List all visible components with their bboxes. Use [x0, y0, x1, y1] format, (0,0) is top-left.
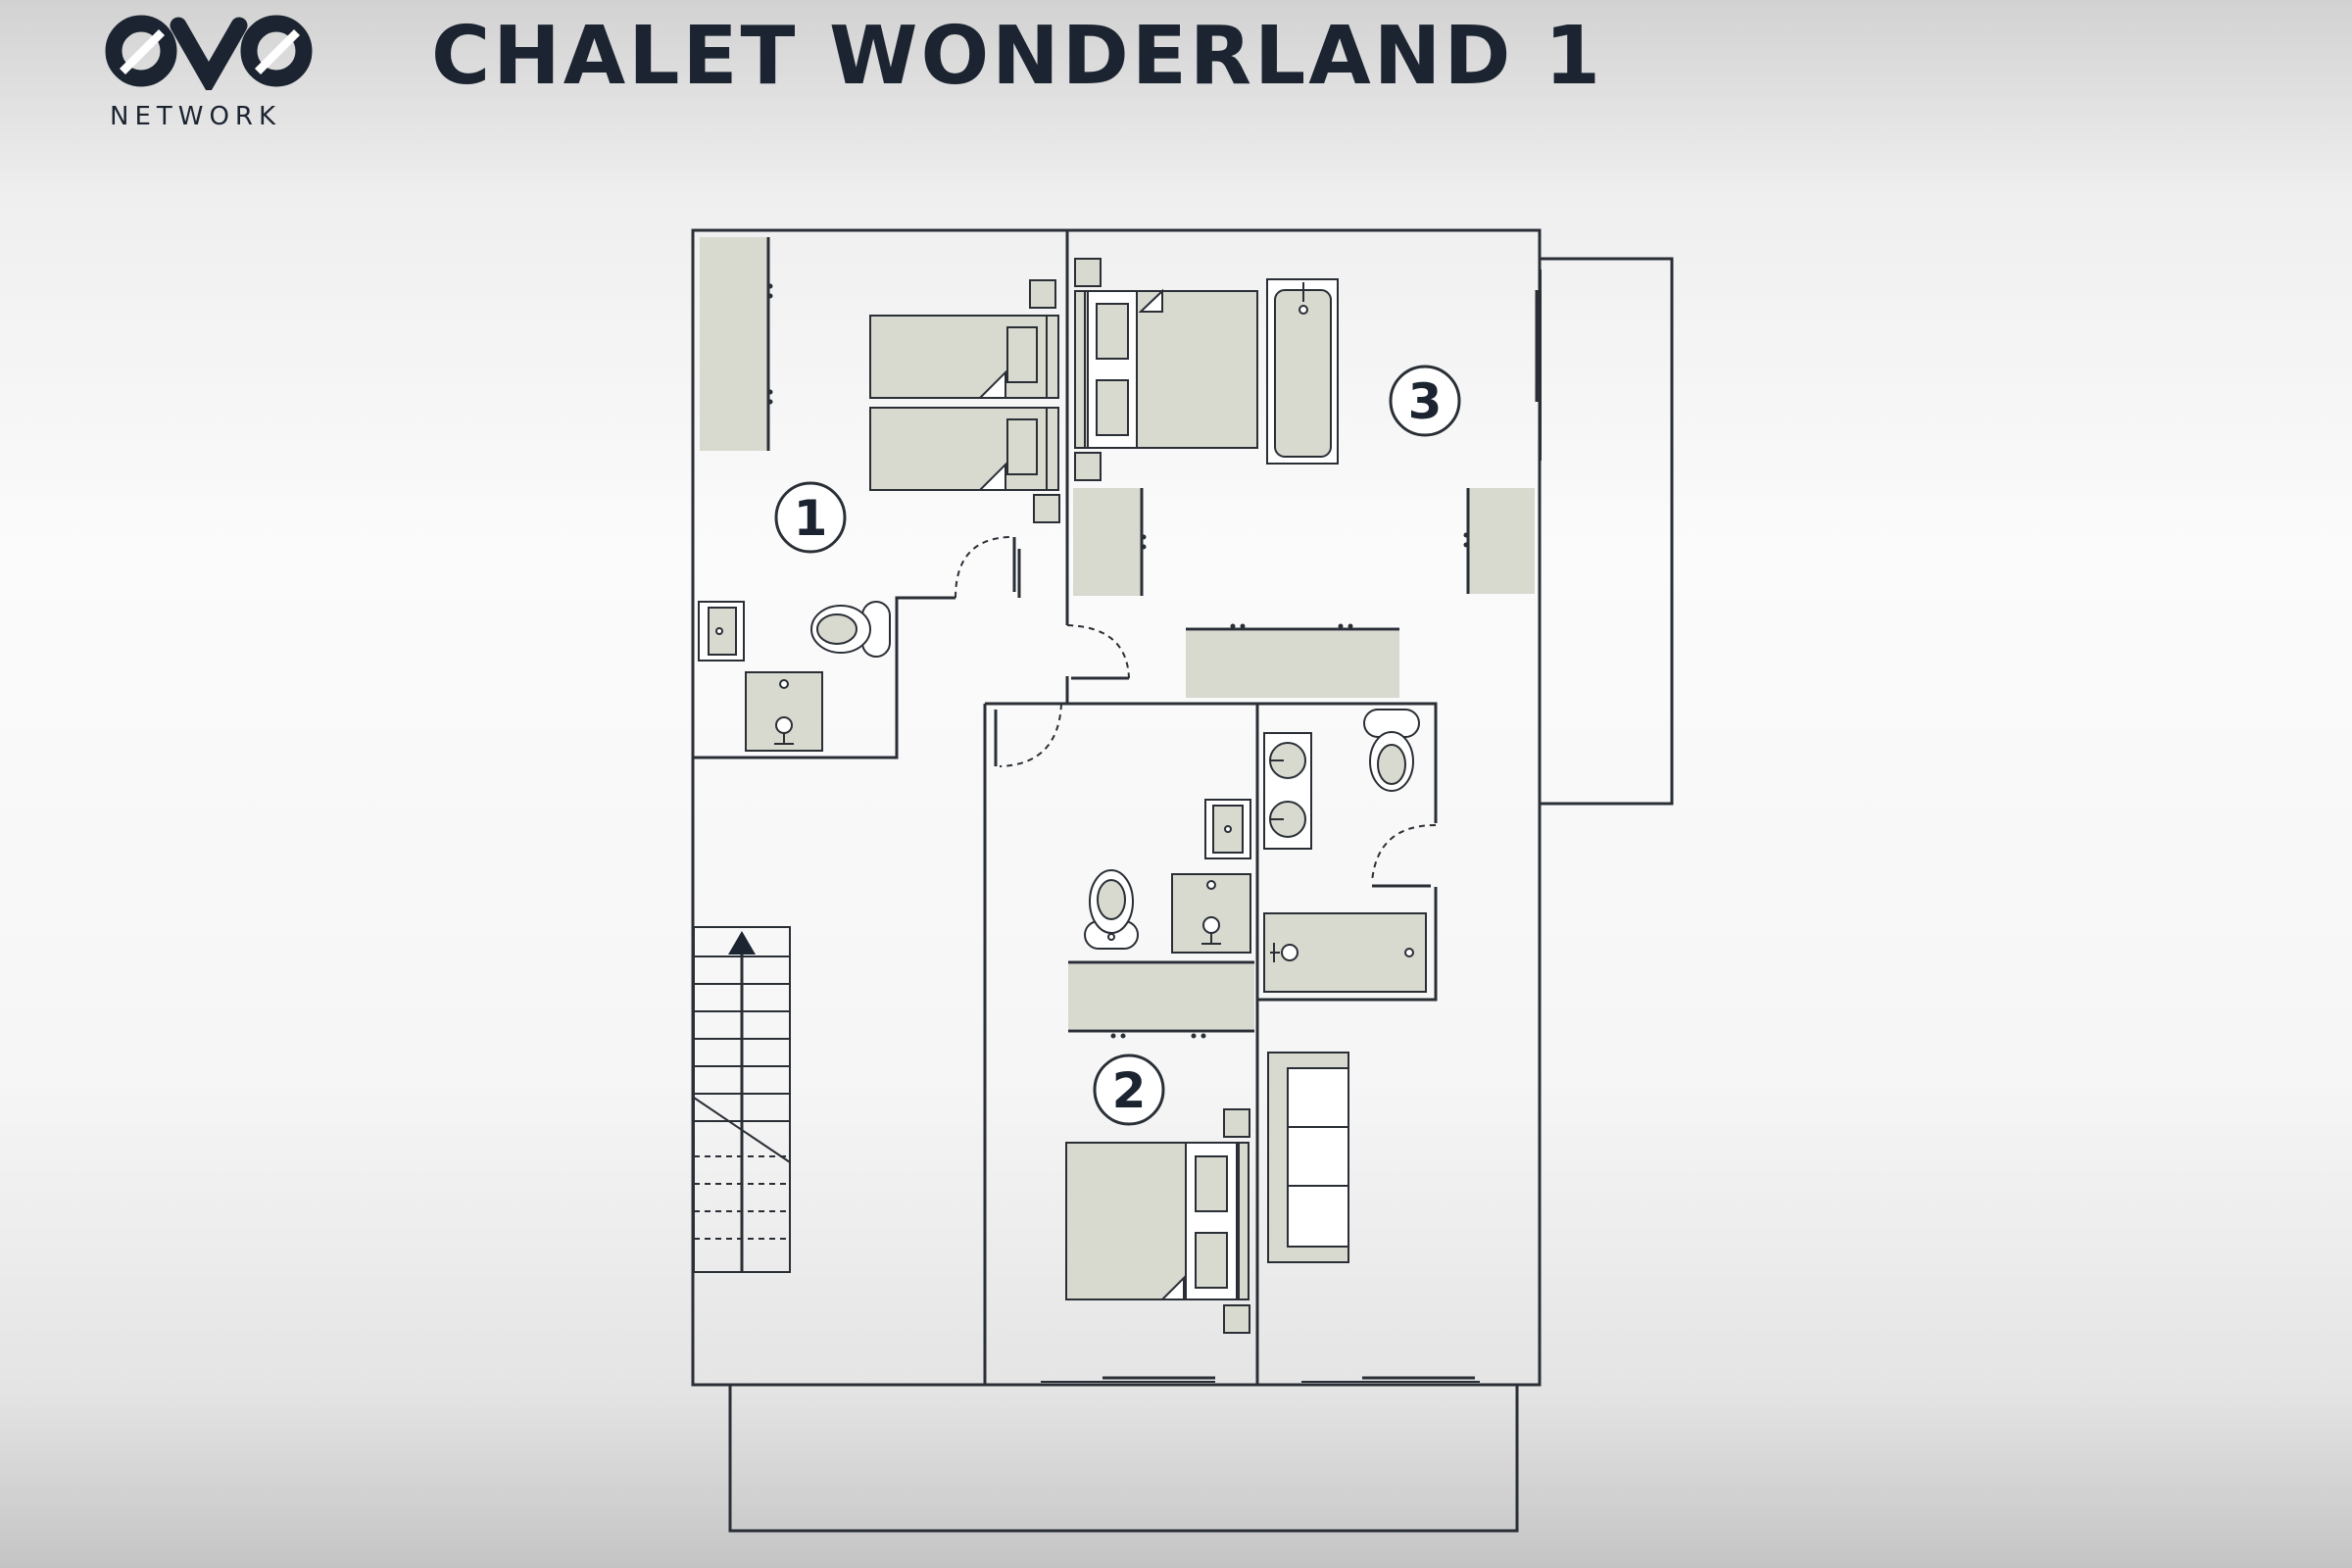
corridor-cabinet [1186, 631, 1399, 698]
building-walls [691, 228, 1674, 1533]
door-ensuite [1371, 824, 1437, 883]
toilet-ensuite [1363, 709, 1420, 792]
svg-text:3: 3 [1408, 373, 1443, 430]
room-labels: 1 2 3 [774, 365, 1461, 1126]
bathtub-3 [1266, 278, 1339, 465]
room-label-2: 2 [1093, 1054, 1165, 1126]
nightstand [1223, 1304, 1250, 1334]
page-title: CHALET WONDERLAND 1 [431, 10, 1604, 103]
toilet-1 [810, 601, 891, 658]
wardrobe-1 [700, 237, 768, 451]
wall-ensuite-3 [1257, 887, 1438, 1002]
nightstand [1223, 1108, 1250, 1138]
brand-name: NETWORK [110, 102, 282, 131]
stair-arrow-icon [728, 931, 756, 955]
header: NETWORK CHALET WONDERLAND 1 [0, 0, 2352, 147]
room-3-furniture [1073, 258, 1535, 698]
nightstand [1074, 452, 1102, 481]
room-label-3: 3 [1389, 365, 1461, 437]
sofa [1267, 1052, 1349, 1263]
door-1-bath [955, 536, 1010, 599]
wall-1-bath [693, 596, 956, 760]
east-balcony [1540, 257, 1674, 806]
svg-text:2: 2 [1112, 1062, 1147, 1119]
svg-text:1: 1 [794, 490, 828, 547]
ensuite-fixtures [1263, 709, 1427, 993]
nightstand [1029, 279, 1056, 309]
door-3 [1066, 624, 1130, 679]
nightstand [1033, 494, 1060, 523]
wall-corridor [1065, 676, 1438, 823]
ovo-logo-icon [105, 15, 313, 90]
outer-wall [691, 228, 1542, 1387]
cabinet-2 [1068, 964, 1254, 1029]
nightstand [1074, 258, 1102, 287]
staircase [693, 926, 791, 1273]
south-balcony [728, 1385, 1519, 1533]
wardrobe-3b [1468, 488, 1535, 594]
room-2-furniture [1065, 799, 1349, 1334]
room-1-furniture [698, 237, 1060, 752]
room-label-1: 1 [774, 481, 847, 554]
wardrobe-3a [1073, 488, 1142, 596]
brand-logo[interactable]: NETWORK [102, 12, 318, 131]
doors [955, 536, 1437, 888]
toilet-2 [1084, 869, 1139, 950]
door-2 [999, 703, 1062, 767]
